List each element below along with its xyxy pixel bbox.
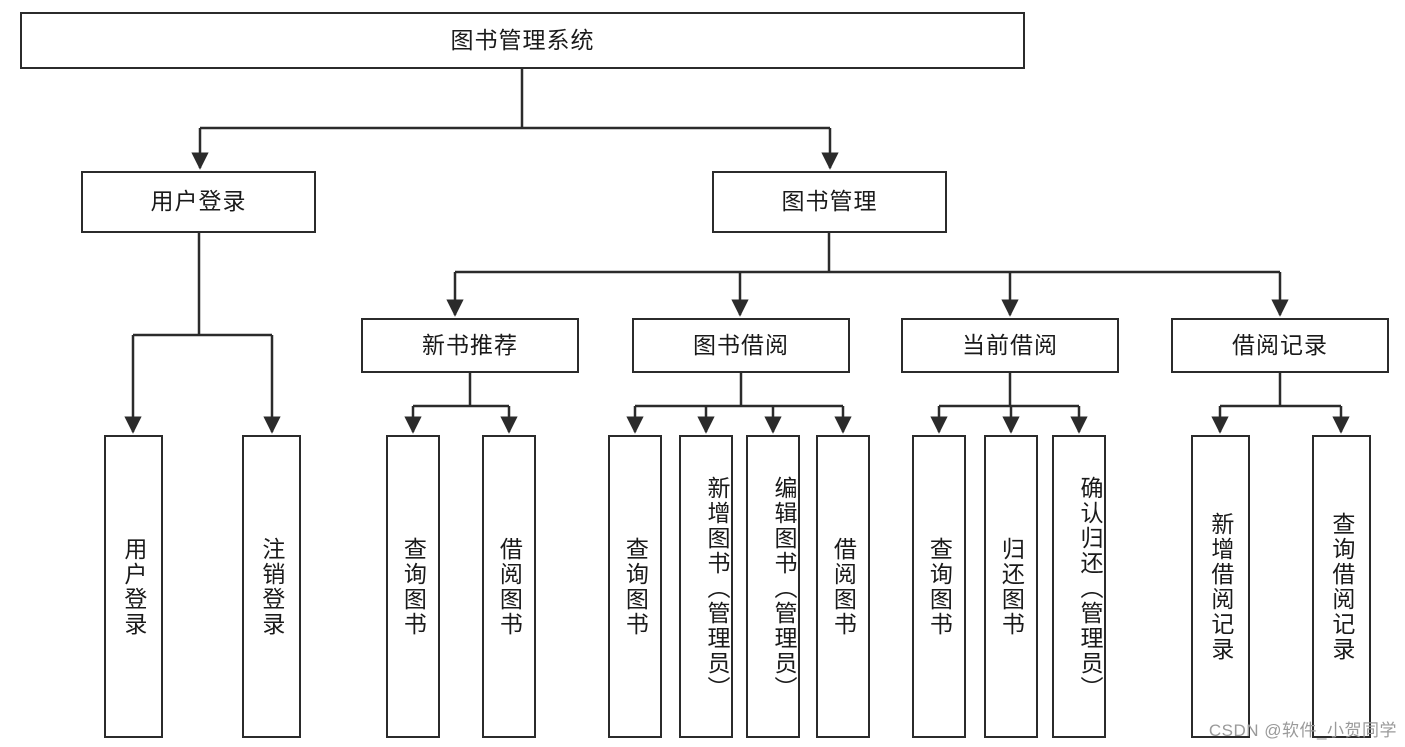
leaf-node-confirm-return[interactable]: 确认归还（管理员） <box>1052 435 1106 738</box>
leaf-label: 编辑图书（管理员） <box>771 476 797 701</box>
node-borrow-record-label: 借阅记录 <box>1232 331 1328 358</box>
node-root-label: 图书管理系统 <box>450 26 595 53</box>
leaf-label: 查询借阅记录 <box>1328 511 1355 662</box>
leaf-label: 查询图书 <box>400 536 427 637</box>
leaf-label: 新增借阅记录 <box>1207 511 1234 662</box>
leaf-label: 用户登录 <box>120 536 147 637</box>
leaf-node-borrow-book-2[interactable]: 借阅图书 <box>816 435 870 738</box>
leaf-node-borrow-book-1[interactable]: 借阅图书 <box>482 435 536 738</box>
leaf-node-add-book[interactable]: 新增图书（管理员） <box>679 435 733 738</box>
leaf-label: 借阅图书 <box>496 536 523 637</box>
leaf-node-user-login[interactable]: 用户登录 <box>104 435 163 738</box>
leaf-label: 查询图书 <box>622 536 649 637</box>
leaf-label: 注销登录 <box>258 536 285 637</box>
node-user-login-label: 用户登录 <box>150 188 247 215</box>
node-user-login[interactable]: 用户登录 <box>81 171 316 233</box>
node-book-borrow[interactable]: 图书借阅 <box>632 318 850 373</box>
node-book-borrow-label: 图书借阅 <box>693 331 789 358</box>
node-book-manage[interactable]: 图书管理 <box>712 171 947 233</box>
leaf-node-query-book-1[interactable]: 查询图书 <box>386 435 440 738</box>
leaf-label: 新增图书（管理员） <box>704 476 730 701</box>
leaf-node-query-borrow-record[interactable]: 查询借阅记录 <box>1312 435 1371 738</box>
node-current-borrow-label: 当前借阅 <box>962 331 1058 358</box>
leaf-node-return-book[interactable]: 归还图书 <box>984 435 1038 738</box>
leaf-node-logout[interactable]: 注销登录 <box>242 435 301 738</box>
leaf-label: 借阅图书 <box>830 536 857 637</box>
leaf-node-edit-book[interactable]: 编辑图书（管理员） <box>746 435 800 738</box>
node-root[interactable]: 图书管理系统 <box>20 12 1025 69</box>
leaf-label: 归还图书 <box>998 536 1025 637</box>
leaf-node-query-book-2[interactable]: 查询图书 <box>608 435 662 738</box>
node-new-book-recommend-label: 新书推荐 <box>422 331 518 358</box>
node-new-book-recommend[interactable]: 新书推荐 <box>361 318 579 373</box>
leaf-node-query-book-3[interactable]: 查询图书 <box>912 435 966 738</box>
leaf-label: 查询图书 <box>926 536 953 637</box>
leaf-label: 确认归还（管理员） <box>1077 476 1103 701</box>
node-borrow-record[interactable]: 借阅记录 <box>1171 318 1389 373</box>
node-current-borrow[interactable]: 当前借阅 <box>901 318 1119 373</box>
leaf-node-add-borrow-record[interactable]: 新增借阅记录 <box>1191 435 1250 738</box>
csdn-watermark: CSDN @软件_小贺同学 <box>1208 721 1397 740</box>
node-book-manage-label: 图书管理 <box>781 188 878 215</box>
